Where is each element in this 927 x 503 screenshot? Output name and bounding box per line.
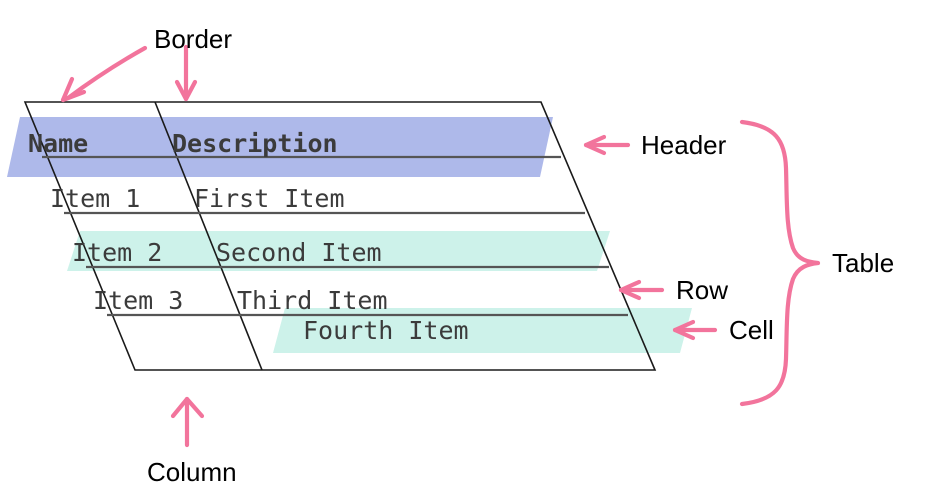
header-highlight-band xyxy=(7,117,553,177)
annotation-label-table: Table xyxy=(832,248,895,278)
row-arrow xyxy=(618,279,665,301)
annotation-label-column: Column xyxy=(147,457,237,487)
border-arrow-down xyxy=(174,44,198,102)
annotation-label-header: Header xyxy=(641,130,727,160)
row-2-cell-description: Second Item xyxy=(216,238,382,267)
border-arrow-left xyxy=(60,45,148,103)
header-cell-description: Description xyxy=(172,129,338,158)
annotation-label-cell: Cell xyxy=(729,315,774,345)
column-divider-border xyxy=(154,101,263,371)
row-highlight-band xyxy=(67,231,610,271)
row-3-cell-name: Item 3 xyxy=(93,286,184,315)
table-outline xyxy=(23,101,657,371)
row-2-cell-name: Item 2 xyxy=(72,238,163,267)
table-outer-border xyxy=(23,101,657,371)
annotation-label-row: Row xyxy=(676,275,729,305)
column-arrow xyxy=(170,396,205,448)
header-cell-name: Name xyxy=(28,129,89,158)
cell-highlight-band xyxy=(273,308,692,353)
row-1-cell-name: Item 1 xyxy=(50,184,141,213)
row-separator-rules xyxy=(42,155,628,317)
highlight-bands xyxy=(7,117,692,353)
annotation-label-border: Border xyxy=(154,24,233,54)
header-arrow xyxy=(583,134,631,156)
annotation-arrows xyxy=(60,44,821,448)
row-1-cell-description: First Item xyxy=(194,184,345,213)
table-brace xyxy=(739,119,821,407)
row-3-cell-description: Third Item xyxy=(237,286,388,315)
floating-cell-text: Fourth Item xyxy=(303,316,469,345)
cell-arrow xyxy=(672,319,718,341)
